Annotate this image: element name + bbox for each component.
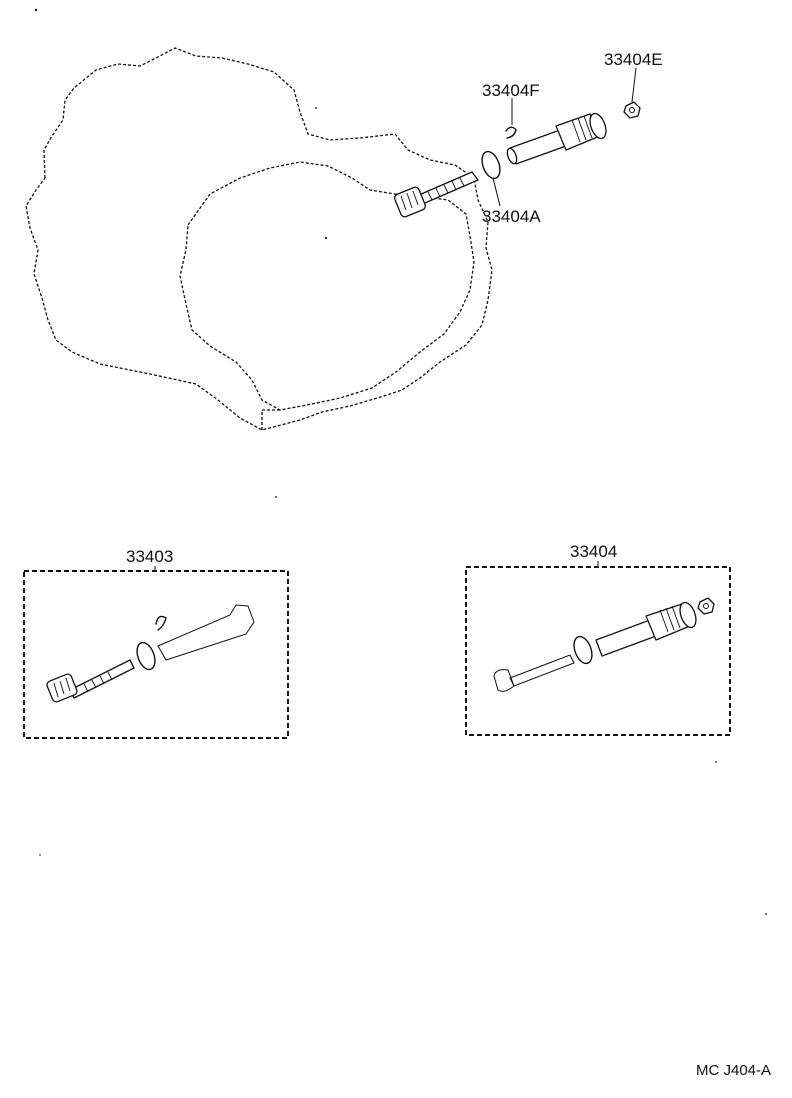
callout-33404e: 33404E [604,50,663,69]
kit-33403-parts [46,604,255,703]
callout-33404a: 33404A [482,207,541,226]
kit-33403-label: 33403 [126,547,173,566]
nut-33404e [623,101,641,119]
kit-33404-label: 33404 [570,542,617,561]
o-ring-33404a [481,150,501,180]
kit-33403-box [23,570,289,739]
leader-a [492,177,501,207]
callout-33404f: 33404F [482,81,540,100]
kit-33404-parts [493,597,715,692]
sleeve-assembly [506,112,607,165]
transmission-housing [25,8,493,431]
clip-33404f [505,126,517,139]
kit-33404-box [465,566,731,736]
diagram-code: MC J404-A [696,1062,771,1079]
leader-e [631,67,637,103]
driven-gear-assembly [394,171,479,218]
